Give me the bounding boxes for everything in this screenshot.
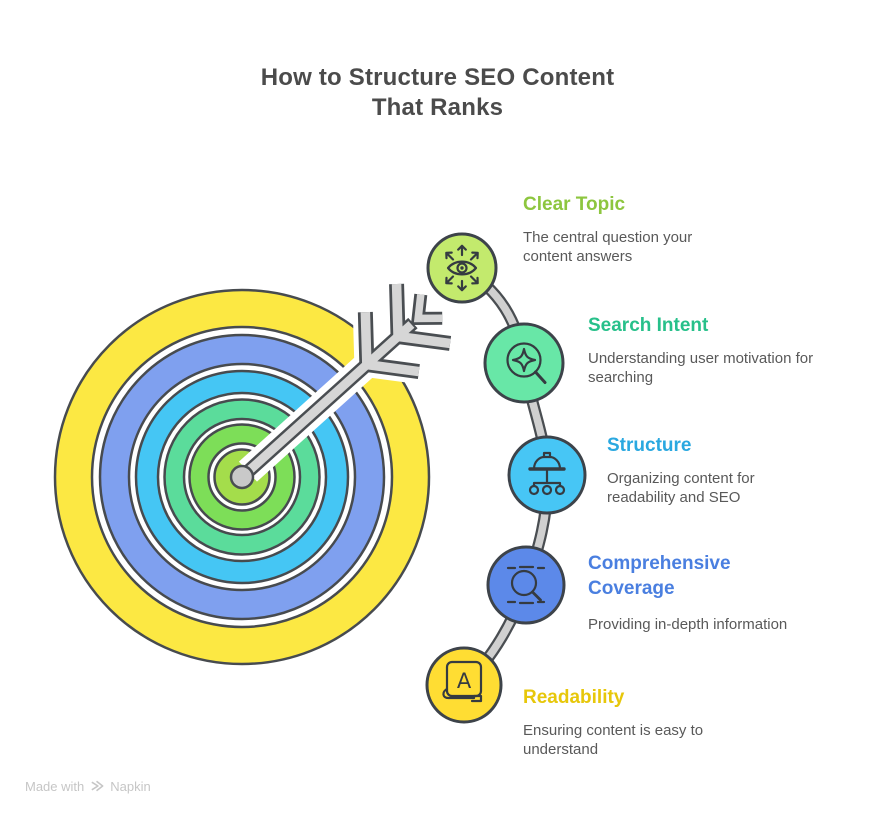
search-sparkle-icon <box>506 342 547 384</box>
brand-text: Napkin <box>110 778 151 794</box>
page-title: How to Structure SEO Content That Ranks <box>0 63 875 123</box>
arrow-nock <box>413 294 443 323</box>
arrow-tip-dot <box>229 464 255 490</box>
step-description-readability: Ensuring content is easy to understand <box>523 722 704 758</box>
eye-focus-icon <box>445 244 479 292</box>
step-description-clear-topic: The central question your content answer… <box>523 229 693 265</box>
page-title-line2: That Ranks <box>371 94 504 121</box>
step-label-clear-topic: Clear Topic <box>523 194 626 215</box>
step-icon-circle-comprehensive-coverage <box>486 545 566 625</box>
step-label-readability: Readability <box>523 687 625 708</box>
step-label-search-intent: Search Intent <box>588 315 709 336</box>
page-title-line1: How to Structure SEO Content <box>260 64 615 91</box>
step-label-comprehensive-coverage: Comprehensive Coverage <box>588 553 731 599</box>
book-letter: A <box>457 669 472 693</box>
made-with-napkin: Made with Napkin <box>25 778 151 794</box>
made-with-text: Made with <box>25 778 85 794</box>
arrow-illustration <box>238 283 452 482</box>
step-icon-circle-readability <box>425 646 503 724</box>
step-description-comprehensive-coverage: Providing in-depth information <box>588 616 788 633</box>
book-icon: A <box>442 660 483 703</box>
step-label-structure: Structure <box>607 435 692 456</box>
step-description-structure: Organizing content for readability and S… <box>607 470 755 506</box>
step-description-search-intent: Understanding user motivation for search… <box>588 350 814 386</box>
arrow-shaft <box>244 321 415 475</box>
step-icon-circle-search-intent <box>483 322 565 404</box>
magnifier-text-icon <box>506 565 546 605</box>
napkin-logo-icon <box>91 780 104 792</box>
hardhat-hierarchy-icon <box>528 451 566 496</box>
